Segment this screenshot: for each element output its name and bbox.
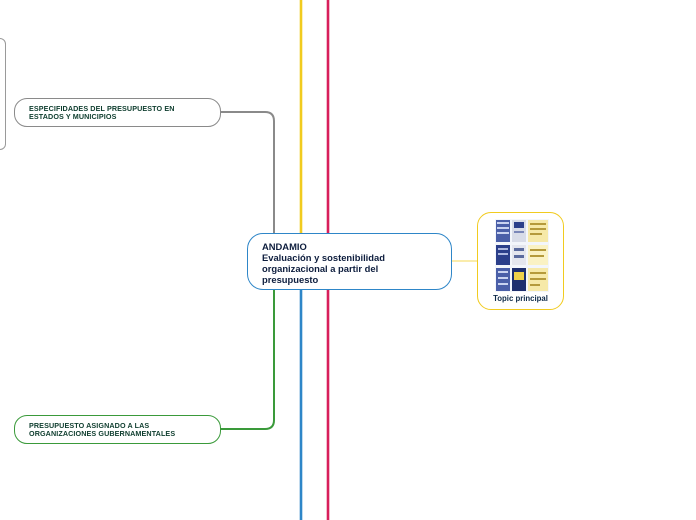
topic-principal-node[interactable]: Topic principal (477, 212, 564, 310)
central-title-line-4: presupuesto (262, 274, 443, 285)
branch-label-line-2: ESTADOS Y MUNICIPIOS (29, 113, 210, 121)
central-topic-node[interactable]: ANDAMIO Evaluación y sostenibilidad orga… (247, 233, 452, 290)
central-title-line-1: ANDAMIO (262, 241, 443, 252)
partial-offscreen-node[interactable] (0, 38, 6, 150)
connector-especificidades (221, 112, 274, 245)
topic-label: Topic principal (478, 294, 563, 303)
branch-node-especificidades[interactable]: ESPECIFIDADES DEL PRESUPUESTO EN ESTADOS… (14, 98, 221, 127)
central-title-line-2: Evaluación y sostenibilidad (262, 252, 443, 263)
connector-presupuesto (221, 290, 274, 429)
central-title-line-3: organizacional a partir del (262, 263, 443, 274)
topic-thumbnail-image (495, 219, 549, 292)
branch-label-line-2: ORGANIZACIONES GUBERNAMENTALES (29, 430, 210, 438)
branch-node-presupuesto[interactable]: PRESUPUESTO ASIGNADO A LAS ORGANIZACIONE… (14, 415, 221, 444)
